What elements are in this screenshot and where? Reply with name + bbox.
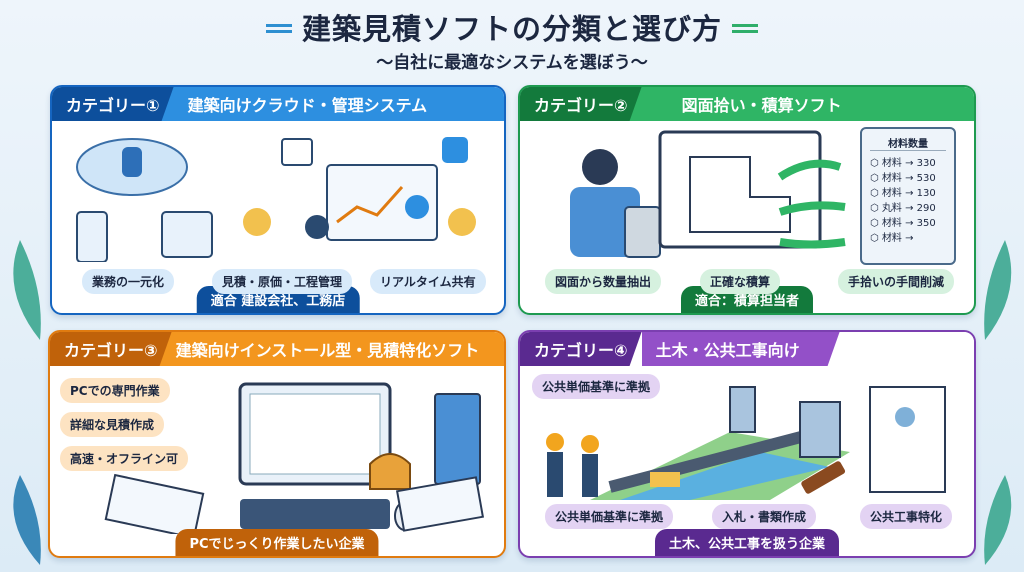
callout-bubble: 公共単価基準に準拠 [532, 374, 661, 399]
worker-icon [581, 435, 599, 453]
category-name: 建築向けクラウド・管理システム [187, 96, 428, 115]
fit-badge: 土木、公共工事を扱う企業 [654, 529, 840, 556]
worker-icon [243, 208, 271, 236]
worker-body [582, 454, 598, 497]
arrows-icon [777, 159, 846, 249]
materials-list: 材料数量 ⬡ 材料 → 330 ⬡ 材料 → 530 ⬡ 材料 → 130 ⬡ … [860, 127, 956, 265]
feature-pill: 業務の一元化 [82, 269, 175, 294]
document-icon [104, 473, 205, 534]
worker-icon [546, 433, 564, 451]
title-decoration [265, 29, 292, 33]
material-item: 材料 [881, 218, 902, 229]
leaf-decoration-icon [13, 475, 41, 565]
feature-pill: 詳細な見積作成 [60, 412, 165, 437]
category-label: カテゴリー② [520, 87, 642, 121]
tablet-icon [161, 211, 213, 258]
building-icon [729, 386, 756, 433]
fit-badge: PCでじっくり作業したい企業 [175, 529, 379, 556]
page-title: 建築見積ソフトの分類と選び方 [0, 6, 1024, 48]
feature-pill: 高速・オフライン可 [60, 446, 189, 471]
category-name: 土木・公共工事向け [642, 332, 840, 366]
gavel-icon [801, 461, 846, 494]
feature-pill: 見積・原価・工程管理 [212, 269, 353, 294]
material-item: 材料 [881, 233, 902, 244]
blueprint-illustration [570, 130, 822, 258]
person-body [570, 187, 640, 257]
panel-cloud: カテゴリー① 建築向けクラウド・管理システム 業務の一元化 見積・原価・工程管理… [50, 85, 506, 315]
material-row: ⬡ 丸料 → 290 [870, 203, 936, 214]
material-row: ⬡ 材料 → [870, 233, 914, 244]
category-name: 図面拾い・積算ソフト [681, 96, 842, 115]
seal-icon [895, 407, 915, 427]
material-item: 材料 [881, 173, 902, 184]
panel-header: カテゴリー① 建築向けクラウド・管理システム [52, 87, 504, 121]
material-row: ⬡ 材料 → 330 [870, 158, 936, 169]
panel-header: カテゴリー④ 土木・公共工事向け [520, 332, 974, 366]
material-row: ⬡ 材料 → 350 [870, 218, 936, 229]
line-chart-icon [336, 186, 404, 224]
feature-pill: 公共工事特化 [860, 504, 953, 529]
desktop-illustration [104, 382, 485, 534]
person-icon [305, 215, 329, 239]
panel-takeoff: カテゴリー② 図面拾い・積算ソフト 材料数量 ⬡ 材料 → 330 ⬡ 材料 →… [518, 85, 976, 315]
link-icon [442, 137, 468, 163]
material-row: ⬡ 材料 → 130 [870, 188, 936, 199]
category-name: 建築向けインストール型・見積特化ソフト [175, 341, 480, 360]
pie-chart-icon [405, 195, 429, 219]
civil-illustration [546, 386, 946, 500]
money-bag-icon [369, 453, 411, 490]
panel-install: カテゴリー③ 建築向けインストール型・見積特化ソフト PCでの専門作業 詳細な見… [48, 330, 506, 558]
feature-pill: 手拾いの手間削減 [838, 269, 955, 294]
material-qty: 130 [916, 188, 936, 199]
panel-header: カテゴリー③ 建築向けインストール型・見積特化ソフト [50, 332, 504, 366]
software-box-icon [434, 393, 481, 485]
contract-document-icon [869, 386, 946, 493]
dashboard-icon [326, 164, 438, 241]
panel-header: カテゴリー② 図面拾い・積算ソフト [520, 87, 974, 121]
material-item: 材料 [881, 158, 902, 169]
material-qty: 350 [916, 218, 936, 229]
calendar-icon [281, 138, 313, 166]
title-text: 建築見積ソフトの分類と選び方 [301, 12, 722, 46]
excavator-icon [650, 472, 680, 487]
leaf-decoration-icon [984, 475, 1012, 565]
building-icon [799, 401, 841, 458]
category-label: カテゴリー① [52, 87, 174, 121]
feature-pill: PCでの専門作業 [60, 378, 170, 403]
feature-pill: 入札・書類作成 [712, 504, 817, 529]
river-icon [620, 452, 830, 500]
page-subtitle: 〜自社に最適なシステムを選ぼう〜 [376, 53, 648, 73]
leaf-decoration-icon [984, 240, 1012, 340]
material-qty: 290 [916, 203, 936, 214]
feature-pill: リアルタイム共有 [370, 269, 486, 294]
leaf-decoration-icon [13, 240, 41, 340]
screen-icon [249, 393, 381, 475]
feature-pill: 正確な積算 [700, 269, 781, 294]
material-row: ⬡ 材料 → 530 [870, 173, 936, 184]
worker-body [547, 452, 563, 497]
material-item: 材料 [881, 188, 902, 199]
materials-title: 材料数量 [870, 135, 946, 151]
cloud-illustration [76, 137, 476, 262]
floor-plan-icon [689, 156, 791, 233]
monitor-icon [658, 130, 822, 249]
material-qty: 530 [916, 173, 936, 184]
feature-pill: 公共単価基準に準拠 [545, 504, 674, 529]
database-icon [122, 147, 142, 177]
worker-icon [448, 208, 476, 236]
calculator-icon [624, 206, 661, 258]
person-icon [582, 149, 618, 185]
material-item: 丸料 [881, 203, 902, 214]
bridge-icon [608, 426, 822, 493]
category-label: カテゴリー④ [520, 332, 642, 366]
material-qty: 330 [916, 158, 936, 169]
panel-civil: カテゴリー④ 土木・公共工事向け 公共単価基準に準拠 公共単価基準に準拠 入札・… [518, 330, 976, 558]
document-icon [395, 476, 485, 532]
title-decoration [732, 29, 758, 33]
category-label: カテゴリー③ [50, 332, 172, 366]
phone-icon [76, 211, 108, 262]
feature-pill: 図面から数量抽出 [545, 269, 662, 294]
keyboard-icon [240, 499, 390, 529]
